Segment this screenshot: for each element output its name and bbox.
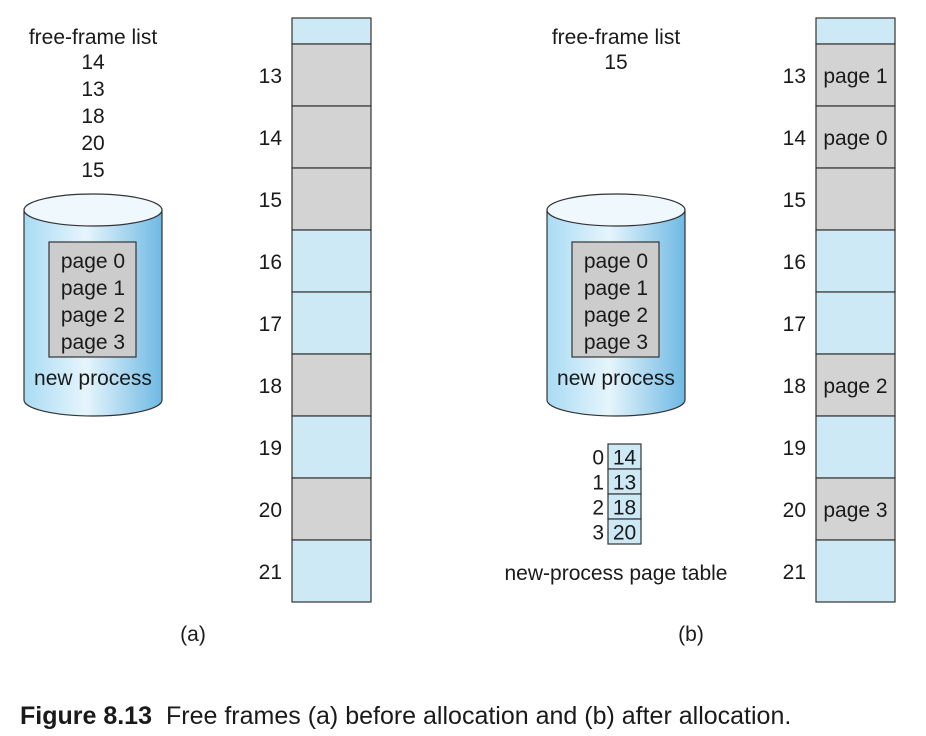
disk-top-b xyxy=(546,193,686,227)
a-frame-15 xyxy=(291,167,372,231)
figure-caption-text: Free frames (a) before allocation and (b… xyxy=(166,702,791,730)
page-table-index-3: 3 xyxy=(592,522,604,545)
figure-number: Figure 8.13 xyxy=(20,702,152,730)
b-free-frame-0: 15 xyxy=(604,51,627,74)
a-frame-number-14: 14 xyxy=(259,127,283,150)
page-table-frame-1: 13 xyxy=(613,472,636,495)
b-frame-13 xyxy=(815,43,896,107)
physical-memory-a: 13 14 15 16 17 18 19 20 21 xyxy=(259,17,372,603)
page-table-cell-1 xyxy=(607,468,642,495)
process-pages-box-b xyxy=(571,241,660,358)
b-frame-19 xyxy=(815,415,896,479)
a-free-frame-1: 13 xyxy=(81,78,104,101)
disk-b: page 0 page 1 page 2 page 3 new process xyxy=(546,193,686,417)
a-free-frame-4: 15 xyxy=(81,159,104,182)
process-pages-b: page 0 page 1 page 2 page 3 xyxy=(584,250,648,354)
a-frame-number-18: 18 xyxy=(259,375,282,398)
a-free-frame-0: 14 xyxy=(81,51,105,74)
a-frame-number-16: 16 xyxy=(259,251,282,274)
a-frame-13 xyxy=(291,43,372,107)
free-frame-list-title-b: free-frame list xyxy=(552,26,681,49)
a-frame-16 xyxy=(291,229,372,293)
b-frame-content-14: page 0 xyxy=(823,127,887,150)
b-frame-number-14: 14 xyxy=(783,127,807,150)
free-frame-list-title-a: free-frame list xyxy=(29,26,158,49)
a-free-frame-3: 20 xyxy=(81,132,104,155)
process-pages-a: page 0 page 1 page 2 page 3 xyxy=(61,250,125,354)
b-disk-page-2: page 2 xyxy=(584,304,648,327)
b-frame-number-20: 20 xyxy=(783,499,806,522)
page-table-cell-0 xyxy=(607,443,642,470)
a-disk-page-0: page 0 xyxy=(61,250,125,273)
b-disk-page-0: page 0 xyxy=(584,250,648,273)
b-frame-number-16: 16 xyxy=(783,251,806,274)
b-frame-14 xyxy=(815,105,896,169)
b-frame-21 xyxy=(815,539,896,603)
page-table-index-2: 2 xyxy=(592,497,604,520)
b-frame-18 xyxy=(815,353,896,417)
page-table-frame-2: 18 xyxy=(613,497,636,520)
process-pages-box-a xyxy=(48,241,137,358)
a-free-frame-2: 18 xyxy=(81,105,104,128)
b-disk-page-3: page 3 xyxy=(584,331,648,354)
b-frame-content-20: page 3 xyxy=(823,499,887,522)
b-frame-16 xyxy=(815,229,896,293)
new-process-label-b: new process xyxy=(557,367,675,390)
b-frame-content-18: page 2 xyxy=(823,375,887,398)
b-disk-page-1: page 1 xyxy=(584,277,648,300)
a-frame-number-13: 13 xyxy=(259,65,282,88)
a-frame-number-15: 15 xyxy=(259,189,282,212)
page-table-index-0: 0 xyxy=(592,447,604,470)
b-frame-top xyxy=(815,17,896,45)
a-disk-page-2: page 2 xyxy=(61,304,125,327)
a-frame-number-19: 19 xyxy=(259,437,282,460)
b-frame-number-15: 15 xyxy=(783,189,806,212)
b-frame-17 xyxy=(815,291,896,355)
page-table-b: 0 14 1 13 2 18 3 20 xyxy=(592,443,642,545)
page-table-frame-0: 14 xyxy=(613,447,637,470)
a-frame-17 xyxy=(291,291,372,355)
b-frame-15 xyxy=(815,167,896,231)
disk-a: page 0 page 1 page 2 page 3 new process xyxy=(23,193,163,417)
physical-memory-b: 13 page 1 14 page 0 15 16 17 18 page 2 19 20 page 3… xyxy=(783,17,896,603)
figure-caption: Figure 8.13 Free frames (a) before alloca… xyxy=(20,702,791,730)
b-frame-number-18: 18 xyxy=(783,375,806,398)
page-table-frame-3: 20 xyxy=(613,522,636,545)
new-process-label-a: new process xyxy=(34,367,152,390)
a-frame-19 xyxy=(291,415,372,479)
sublabel-a: (a) xyxy=(180,623,206,646)
page-table-index-1: 1 xyxy=(592,472,604,495)
a-frame-number-21: 21 xyxy=(259,561,282,584)
b-frame-20 xyxy=(815,477,896,541)
b-frame-number-21: 21 xyxy=(783,561,806,584)
a-frame-18 xyxy=(291,353,372,417)
a-frame-number-20: 20 xyxy=(259,499,282,522)
page-table-cell-3 xyxy=(607,518,642,545)
free-frame-list-a: 14 13 18 20 15 xyxy=(81,51,105,182)
free-frame-list-b: 15 xyxy=(604,51,627,74)
a-frame-top xyxy=(291,17,372,45)
b-frame-number-13: 13 xyxy=(783,65,806,88)
page-table-cell-2 xyxy=(607,493,642,520)
a-frame-number-17: 17 xyxy=(259,313,282,336)
a-disk-page-3: page 3 xyxy=(61,331,125,354)
a-frame-20 xyxy=(291,477,372,541)
a-disk-page-1: page 1 xyxy=(61,277,125,300)
b-frame-content-13: page 1 xyxy=(823,65,887,88)
a-frame-14 xyxy=(291,105,372,169)
disk-top-a xyxy=(23,193,163,227)
sublabel-b: (b) xyxy=(678,623,704,646)
b-frame-number-19: 19 xyxy=(783,437,806,460)
page-table-label: new-process page table xyxy=(505,562,728,585)
a-frame-21 xyxy=(291,539,372,603)
b-frame-number-17: 17 xyxy=(783,313,806,336)
